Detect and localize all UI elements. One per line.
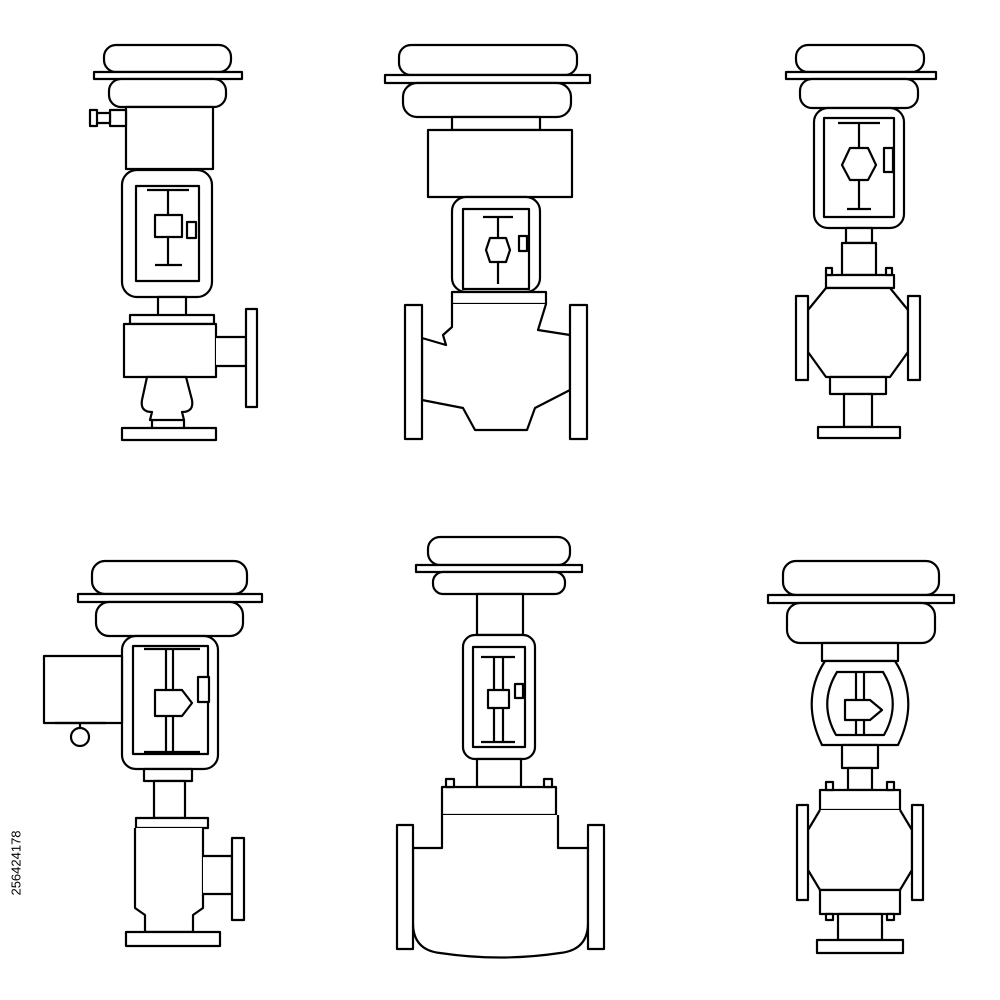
angle-valve-with-positioner-icon: [44, 561, 262, 946]
stock-id-text: 256424178: [8, 830, 24, 896]
flanged-globe-valve-icon: [397, 537, 604, 958]
angle-control-valve-icon: [90, 45, 257, 440]
stock-id-label: 256424178: [8, 763, 24, 963]
globe-control-valve-icon: [385, 45, 590, 439]
cage-control-valve-icon: [768, 561, 954, 953]
three-way-control-valve-icon: [786, 45, 936, 438]
